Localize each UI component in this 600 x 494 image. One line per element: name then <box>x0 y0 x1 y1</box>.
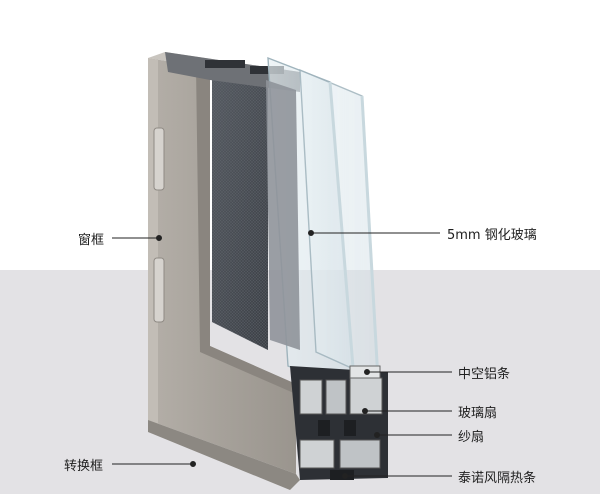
profile-chamber-2 <box>325 379 347 415</box>
label-hollow-aluminum-strip: 中空铝条 <box>458 367 511 382</box>
thermal-break-strip-3 <box>330 470 354 480</box>
profile-chamber-4 <box>299 439 335 469</box>
label-thermal-break-strip: 泰诺风隔热条 <box>458 471 537 486</box>
glass-edge-line-2 <box>360 95 380 381</box>
screen-mesh-texture <box>212 78 268 350</box>
top-profile-slot-1 <box>205 60 245 68</box>
profile-chamber-3 <box>349 377 383 415</box>
hinge-icon-top <box>153 127 165 191</box>
sash-vertical-profile <box>266 80 300 350</box>
thermal-break-strip-1 <box>318 420 330 436</box>
window-frame-edge <box>148 58 158 424</box>
thermal-break-strip-2 <box>344 420 356 436</box>
window-frame-rebate <box>196 66 296 394</box>
profile-chamber-5 <box>339 439 381 469</box>
label-window-frame: 窗框 <box>78 233 105 248</box>
label-glass-sash: 玻璃扇 <box>458 406 498 421</box>
label-tempered-glass: 5mm 钢化玻璃 <box>447 228 537 243</box>
hinge-icon-bottom <box>153 257 165 323</box>
conversion-frame-face <box>148 420 300 490</box>
profile-chamber-1 <box>299 379 323 415</box>
top-profile-slot-2 <box>250 66 284 74</box>
glass-edge-line-1 <box>328 81 357 393</box>
leader-lines <box>112 230 452 479</box>
label-conversion-frame: 转换框 <box>64 459 104 474</box>
label-screen-sash: 纱扇 <box>458 430 485 445</box>
